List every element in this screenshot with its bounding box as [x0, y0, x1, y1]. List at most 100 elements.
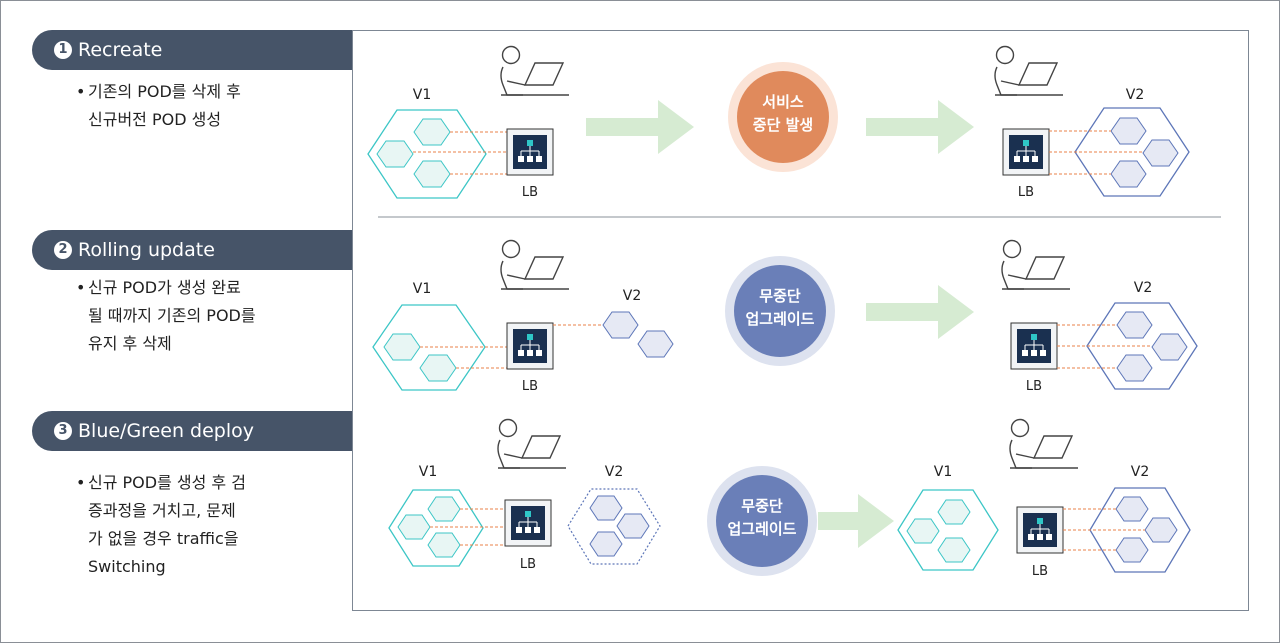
- lb-label: LB: [522, 185, 538, 200]
- hexagon-pod-icon: [413, 160, 451, 188]
- bluegreen-left-group: V1 LB V2: [388, 418, 661, 572]
- version-label: V1: [419, 464, 437, 480]
- hexagon-pod-icon: [427, 496, 461, 522]
- step-number-badge: 2: [54, 241, 72, 259]
- user-at-laptop-icon: [994, 45, 1064, 96]
- bluegreen-right-group: V1 LB V2: [897, 418, 1191, 579]
- hexagon-pod-icon: [616, 513, 650, 539]
- v2-service-hexagon: [1089, 487, 1191, 573]
- strategy-description-blue-green: •신규 POD를 생성 후 검 증과정을 거치고, 문제 가 없을 경우 tra…: [76, 473, 246, 576]
- load-balancer-icon: [1010, 322, 1058, 370]
- arrow-right-icon: [586, 100, 694, 154]
- user-at-laptop-icon: [1001, 239, 1071, 290]
- description-line: 될 때까지 기존의 POD를: [88, 306, 256, 325]
- description-line: 증과정을 거치고, 문제: [88, 501, 236, 520]
- strategy-description-rolling-update: •신규 POD가 생성 완료 될 때까지 기존의 POD를 유지 후 삭제: [76, 278, 256, 353]
- lb-label: LB: [520, 557, 536, 572]
- hexagon-pod-icon: [376, 140, 414, 168]
- user-at-laptop-icon: [500, 239, 570, 290]
- recreate-right-group: LB V2: [994, 45, 1190, 200]
- hexagon-pod-icon: [602, 311, 639, 339]
- arrow-right-icon: [818, 494, 894, 548]
- description-line: 유지 후 삭제: [88, 334, 172, 353]
- description-line: 기존의 POD를 삭제 후: [88, 82, 241, 101]
- hexagon-pod-icon: [397, 514, 431, 540]
- version-label: V2: [623, 288, 641, 304]
- status-text-line: 중단 발생: [753, 116, 813, 134]
- lb-label: LB: [522, 379, 538, 394]
- version-label: V2: [1131, 464, 1149, 480]
- hexagon-pod-icon: [1144, 517, 1178, 543]
- load-balancer-icon: [504, 499, 552, 547]
- strategy-tab-rolling-update: 2 Rolling update: [32, 230, 352, 270]
- description-line: 신규 POD를 생성 후 검: [88, 473, 246, 492]
- version-label: V2: [605, 464, 623, 480]
- description-line: 가 없을 경우 traffic을: [88, 529, 239, 548]
- description-line: 신규 POD가 생성 완료: [88, 278, 241, 297]
- v2-service-hexagon: [1086, 302, 1198, 390]
- strategy-title: Recreate: [78, 39, 163, 61]
- rolling-left-group: V1 LB V2: [372, 239, 674, 394]
- arrow-right-icon: [866, 285, 974, 339]
- arrow-right-icon: [866, 100, 974, 154]
- hexagon-pod-icon: [937, 537, 971, 563]
- lb-label: LB: [1026, 379, 1042, 394]
- hexagon-pod-icon: [1115, 537, 1149, 563]
- lb-label: LB: [1032, 564, 1048, 579]
- status-text-line: 무중단: [741, 497, 783, 515]
- hexagon-pod-icon: [427, 532, 461, 558]
- hexagon-pod-icon: [383, 333, 421, 361]
- v2-service-hexagon: [1074, 107, 1190, 197]
- hexagon-pod-icon: [1142, 139, 1179, 167]
- step-number-badge: 1: [54, 41, 72, 59]
- v1-service-hexagon: [388, 489, 484, 567]
- hexagon-pod-icon: [1110, 160, 1147, 188]
- status-text-line: 업그레이드: [727, 520, 796, 538]
- rolling-right-group: LB V2: [1001, 239, 1198, 394]
- hexagon-pod-icon: [1116, 311, 1153, 339]
- hexagon-pod-icon: [1116, 354, 1153, 382]
- hexagon-pod-icon: [413, 118, 451, 146]
- status-circle-zero-downtime: [716, 475, 808, 567]
- strategy-tab-recreate: 1 Recreate: [32, 30, 352, 70]
- user-at-laptop-icon: [500, 45, 570, 96]
- version-label: V2: [1126, 87, 1144, 103]
- version-label: V2: [1134, 280, 1152, 296]
- load-balancer-icon: [506, 128, 554, 176]
- v1-service-hexagon: [367, 109, 487, 199]
- version-label: V1: [413, 87, 431, 103]
- load-balancer-icon: [1002, 128, 1050, 176]
- v2-standby-hexagon: [567, 488, 661, 565]
- strategy-title: Rolling update: [78, 239, 215, 261]
- status-circle-zero-downtime: [734, 265, 826, 357]
- status-circle-outage: [737, 71, 829, 163]
- hexagon-pod-icon: [1115, 496, 1149, 522]
- user-at-laptop-icon: [1009, 418, 1079, 469]
- version-label: V1: [413, 281, 431, 297]
- strategy-description-recreate: •기존의 POD를 삭제 후 신규버전 POD 생성: [76, 82, 241, 129]
- hexagon-pod-icon: [419, 354, 457, 382]
- recreate-left-group: V1 LB: [367, 45, 570, 200]
- hexagon-pod-icon: [906, 518, 940, 544]
- status-text-line: 서비스: [762, 93, 804, 111]
- hexagon-pod-icon: [637, 330, 674, 358]
- load-balancer-icon: [1016, 506, 1064, 554]
- hexagon-pod-icon: [589, 531, 623, 557]
- user-at-laptop-icon: [497, 418, 567, 469]
- diagram-panel: [352, 30, 1249, 611]
- status-text-line: 업그레이드: [745, 310, 814, 328]
- hexagon-pod-icon: [1110, 117, 1147, 145]
- version-label: V1: [934, 464, 952, 480]
- description-line: 신규버전 POD 생성: [88, 110, 222, 129]
- hexagon-pod-icon: [589, 495, 623, 521]
- v1-retired-hexagon: [897, 489, 999, 571]
- load-balancer-icon: [506, 322, 554, 370]
- hexagon-pod-icon: [1151, 333, 1188, 361]
- strategy-title: Blue/Green deploy: [78, 420, 254, 442]
- lb-label: LB: [1018, 185, 1034, 200]
- description-line: Switching: [88, 557, 166, 576]
- strategy-tab-blue-green: 3 Blue/Green deploy: [32, 411, 352, 451]
- hexagon-pod-icon: [937, 499, 971, 525]
- status-text-line: 무중단: [759, 287, 801, 305]
